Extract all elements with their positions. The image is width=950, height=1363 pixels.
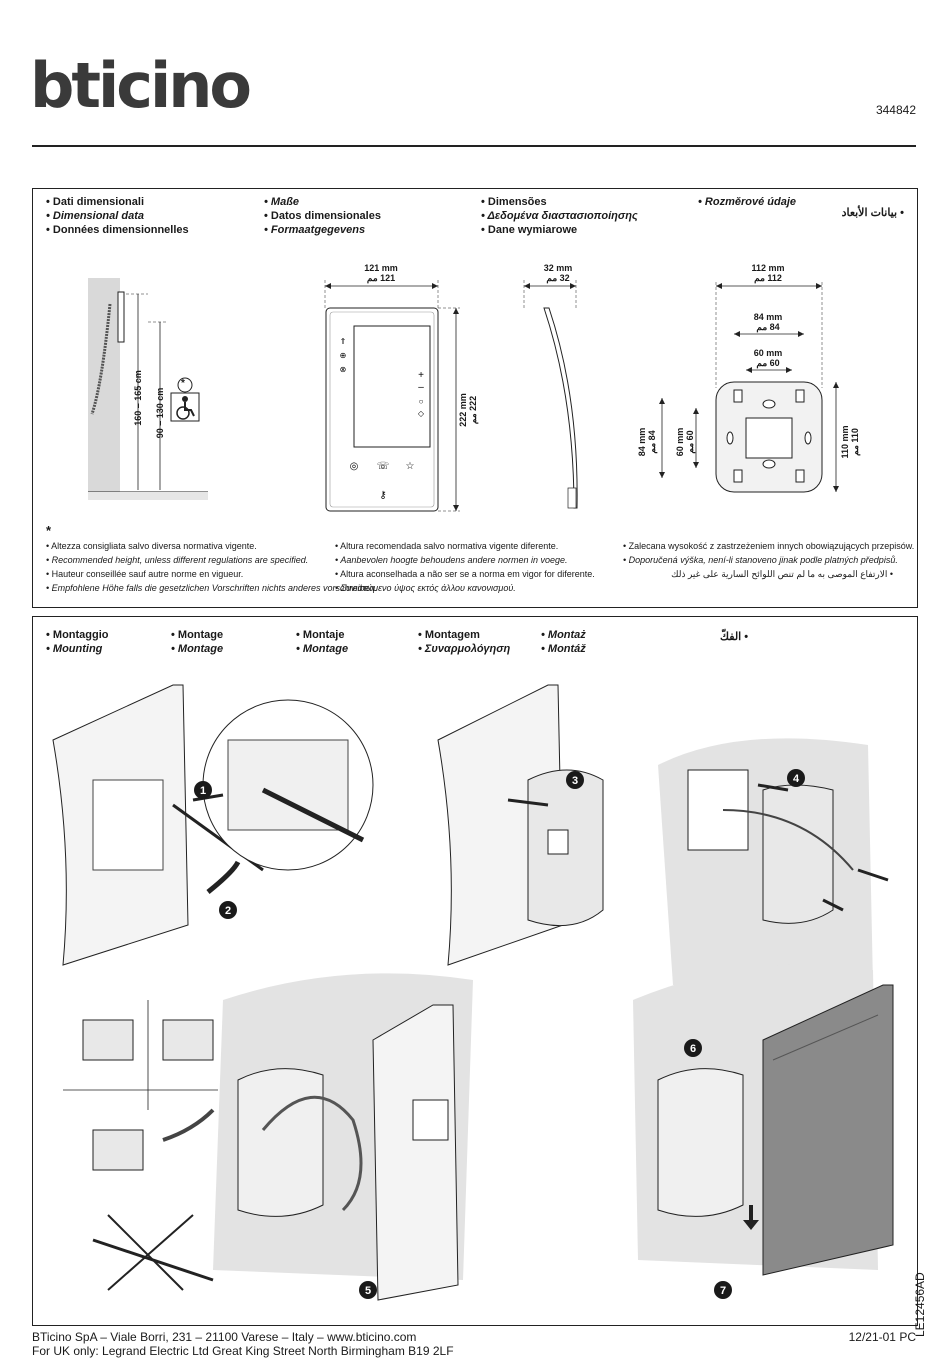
dimensions-heading-col4: Rozměrové údaje xyxy=(698,195,796,209)
step-7-badge xyxy=(714,1281,732,1299)
step-6-badge xyxy=(684,1039,702,1057)
mounting-panel xyxy=(32,616,918,1326)
svg-text:◎: ◎ xyxy=(350,461,359,472)
svg-text:☆: ☆ xyxy=(406,461,415,472)
svg-text:◇: ◇ xyxy=(418,409,425,418)
step-4-badge xyxy=(787,769,805,787)
step-6-number: 6 xyxy=(690,1043,696,1055)
step-5-number: 5 xyxy=(365,1285,371,1297)
dimensions-heading-col2: MaßeDatos dimensionalesFormaatgegevens xyxy=(264,195,381,237)
mounting-heading-col4: MontagemΣυναρμολόγηση xyxy=(418,628,510,656)
notes-col3: Zalecana wysokość z zastrzeżeniem innych… xyxy=(623,539,915,581)
asterisk-mark: * xyxy=(46,523,52,538)
mounting-illustrations: 1 2 3 4 5 6 7 xyxy=(52,684,894,1301)
step-1-number: 1 xyxy=(200,785,206,797)
svg-text:⇑: ⇑ xyxy=(340,337,347,346)
dimensions-panel xyxy=(32,188,918,608)
step-7-number: 7 xyxy=(720,1285,726,1297)
mounting-heading-col5: MontażMontáž xyxy=(541,628,586,656)
notes-col1: Altezza consigliata salvo diversa normat… xyxy=(46,539,377,595)
step-5-badge xyxy=(359,1281,377,1299)
side-view-diagram xyxy=(523,280,578,509)
step-1-badge xyxy=(194,781,212,799)
dimensions-heading-col5: بيانات الأبعاد xyxy=(842,206,904,220)
step-2-badge xyxy=(219,901,237,919)
dimensions-heading-col1: Dati dimensionaliDimensional dataDonnées… xyxy=(46,195,189,237)
svg-text:⊗: ⊗ xyxy=(340,365,347,374)
mounting-heading-col3: MontajeMontage xyxy=(296,628,348,656)
footer-address: BTicino SpA – Viale Borri, 231 – 21100 V… xyxy=(32,1330,454,1358)
front-view-diagram: ⇑ ⊕ ⊗ + – ○ ◇ ◎ ☏ ☆ ⚷ xyxy=(324,280,460,512)
dimensions-heading-col3: DimensõesΔεδομένα διαστασιοποίησηςDane w… xyxy=(481,195,638,237)
svg-text:○: ○ xyxy=(419,397,424,406)
wall-star-label: * xyxy=(181,378,185,389)
step-3-number: 3 xyxy=(572,775,578,787)
wall-height-label-2: 90 – 130 cm xyxy=(155,387,165,439)
mounting-heading-col2: MontageMontage xyxy=(171,628,223,656)
wall-height-label-1: 160 – 165 cm xyxy=(133,370,143,426)
notes-col2: Altura recomendada salvo normativa vigen… xyxy=(335,539,595,595)
mounting-heading-col1: MontaggioMounting xyxy=(46,628,109,656)
svg-text:☏: ☏ xyxy=(377,461,390,472)
svg-text:⚷: ⚷ xyxy=(379,490,386,501)
bticino-logo: bticino xyxy=(30,49,252,122)
step-4-number: 4 xyxy=(793,773,800,785)
mounting-plate-diagram xyxy=(659,282,839,493)
header-rule xyxy=(32,145,916,147)
step-2-number: 2 xyxy=(225,905,231,917)
step-3-badge xyxy=(566,771,584,789)
svg-text:–: – xyxy=(418,382,424,393)
svg-text:+: + xyxy=(418,370,424,381)
footer-revision: 12/21-01 PC xyxy=(848,1330,916,1344)
wall-height-diagram xyxy=(88,278,208,500)
svg-text:⊕: ⊕ xyxy=(340,351,347,360)
mounting-heading-col6: الفكّ xyxy=(720,630,748,644)
product-code: 344842 xyxy=(875,103,916,117)
side-document-code: LE12456AD xyxy=(913,1272,927,1337)
